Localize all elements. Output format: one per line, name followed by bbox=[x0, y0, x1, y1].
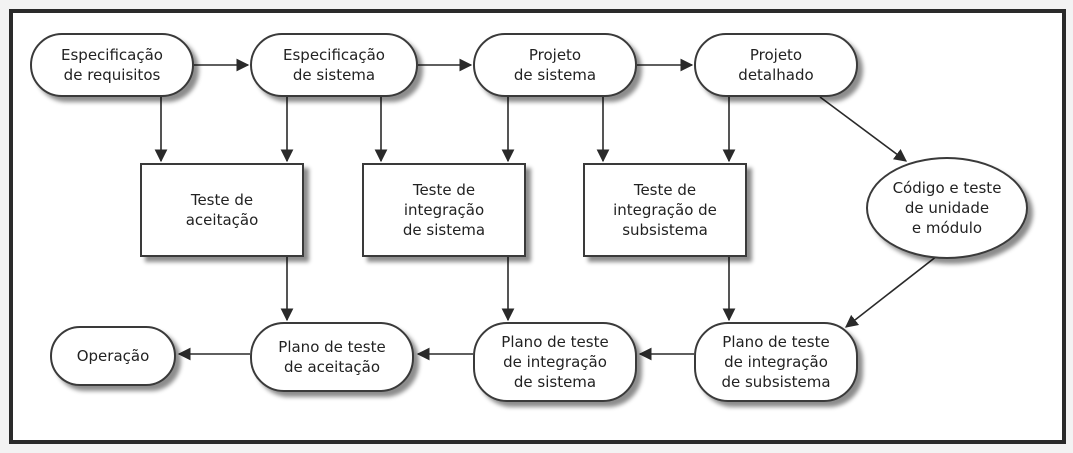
node-teste-aceit: Teste de aceitação bbox=[140, 163, 304, 257]
node-teste-int-sub: Teste de integração de subsistema bbox=[583, 163, 747, 257]
node-proj-det: Projeto detalhado bbox=[694, 33, 858, 97]
node-codigo: Código e teste de unidade e módulo bbox=[866, 157, 1028, 259]
node-operacao: Operação bbox=[50, 326, 176, 386]
edge-proj-det-to-codigo bbox=[819, 96, 908, 162]
edge-codigo-to-plano-int-sub bbox=[844, 255, 938, 328]
node-plano-aceit: Plano de teste de aceitação bbox=[250, 322, 414, 392]
node-plano-int-sub: Plano de teste de integração de subsiste… bbox=[694, 322, 858, 402]
node-proj-sis: Projeto de sistema bbox=[473, 33, 637, 97]
node-spec-sis: Especificação de sistema bbox=[250, 33, 418, 97]
node-teste-int-sis: Teste de integração de sistema bbox=[362, 163, 526, 257]
node-plano-int-sis: Plano de teste de integração de sistema bbox=[473, 322, 637, 402]
node-spec-req: Especificação de requisitos bbox=[30, 33, 194, 97]
